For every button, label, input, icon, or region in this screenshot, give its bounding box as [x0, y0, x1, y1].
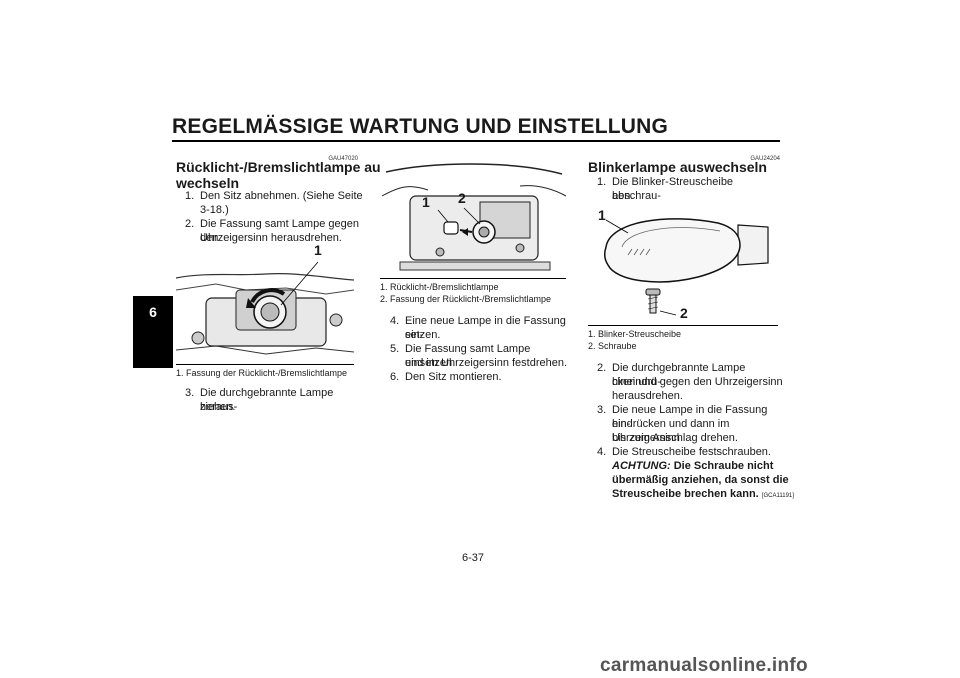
caution-text: Streuscheibe brechen kann. — [612, 488, 759, 500]
caption-rule — [588, 325, 778, 326]
figure-callout-bulb: 1 — [422, 194, 430, 210]
step-text-line: Die Streuscheibe festschrauben. — [612, 446, 771, 458]
step-text-line: setzen. — [405, 329, 441, 341]
figure-callout: 1 — [314, 242, 322, 258]
step-text-line: Die durchgebrannte Lampe hineindrü- — [612, 362, 746, 388]
caption-rule — [176, 364, 354, 365]
figure-callout-lens: 1 — [598, 207, 606, 223]
caution-text: übermäßig anziehen, da sonst die — [612, 474, 789, 486]
taillight-socket-figure: 1 — [176, 242, 354, 362]
header-rule — [172, 140, 780, 142]
turn-signal-lens-figure: 1 2 — [588, 205, 778, 323]
step-text-line: Die Fassung samt Lampe gegen den — [200, 218, 359, 244]
figure-callout-screw: 2 — [680, 305, 688, 321]
step-text-line: ben. — [612, 190, 634, 202]
section-code: GAU24204 — [750, 156, 780, 162]
caption-rule — [380, 278, 566, 279]
step-1: 1. Den Sitz abnehmen. (Siehe Seite 3-18.… — [185, 189, 365, 217]
page-title: REGELMÄSSIGE WARTUNG UND EINSTELLUNG — [172, 115, 669, 138]
step-number: 5. — [390, 343, 400, 355]
figure-caption: 2. Fassung der Rücklicht-/Bremslichtlamp… — [380, 294, 552, 304]
section-heading-line1: Rücklicht-/Bremslichtlampe aus- — [176, 159, 394, 175]
caution-text: Die Schraube nicht — [673, 460, 774, 472]
step-text-line: eindrücken und dann im Uhrzeigersinn — [612, 418, 730, 444]
step-text-line: herausdrehen. — [612, 390, 683, 402]
step-number: 2. — [185, 218, 195, 230]
step-text-line: Die Fassung samt Lampe einsetzen — [405, 343, 531, 369]
step-text-line: Eine neue Lampe in die Fassung ein- — [405, 315, 566, 341]
step-5: 5. Die Fassung samt Lampe einsetzen und … — [390, 342, 575, 370]
section-heading: Blinkerlampe auswechseln — [588, 159, 767, 175]
step-text-line: Die Blinker-Streuscheibe abschrau- — [612, 176, 734, 202]
section-heading-line2: wechseln — [176, 175, 240, 191]
step-text-line: Den Sitz abnehmen. (Siehe Seite — [200, 190, 363, 202]
step-2: 2. Die Fassung samt Lampe gegen den Uhrz… — [185, 217, 370, 245]
figure-caption: 1. Blinker-Streuscheibe — [588, 329, 682, 339]
step-text-line: ziehen. — [200, 401, 236, 413]
step-number: 6. — [390, 371, 400, 383]
figure-callout-socket: 2 — [458, 190, 466, 206]
step-text-line: Uhrzeigersinn herausdrehen. — [200, 232, 342, 244]
step-text-line: bis zum Anschlag drehen. — [612, 432, 738, 444]
footer-watermark: carmanualsonline.info — [600, 655, 808, 676]
step-number: 3. — [185, 387, 195, 399]
step-3: 3. Die durchgebrannte Lampe heraus- zieh… — [185, 386, 365, 414]
step-text-line: Die neue Lampe in die Fassung hin- — [612, 404, 768, 430]
step-number: 3. — [597, 404, 607, 416]
figure-caption: 1. Rücklicht-/Bremslichtlampe — [380, 282, 499, 292]
step-2: 2. Die durchgebrannte Lampe hineindrü- c… — [597, 361, 787, 403]
step-4: 4. Eine neue Lampe in die Fassung ein- s… — [390, 314, 575, 342]
caution-code: [GCA11191] — [761, 493, 794, 499]
step-number: 1. — [597, 176, 607, 188]
caution-notice: ACHTUNG: Die Schraube nicht übermäßig an… — [612, 459, 794, 501]
step-text-line: Die durchgebrannte Lampe heraus- — [200, 387, 334, 413]
section-code: GAU47020 — [328, 156, 358, 162]
step-number: 1. — [185, 190, 195, 202]
step-6: 6. Den Sitz montieren. — [390, 370, 575, 384]
step-number: 2. — [597, 362, 607, 374]
caution-label: ACHTUNG: — [612, 460, 671, 472]
step-4: 4. Die Streuscheibe festschrauben. — [597, 445, 787, 459]
figure-caption: 1. Fassung der Rücklicht-/Bremslichtlamp… — [176, 368, 348, 378]
step-number: 4. — [597, 446, 607, 458]
figure-caption: 2. Schraube — [588, 341, 637, 351]
chapter-tab: 6 — [133, 296, 173, 368]
step-text-line: cken und gegen den Uhrzeigersinn — [612, 376, 783, 388]
step-number: 4. — [390, 315, 400, 327]
step-text-line: Den Sitz montieren. — [405, 371, 502, 383]
step-text-line: und im Uhrzeigersinn festdrehen. — [405, 357, 568, 369]
page-number: 6-37 — [462, 552, 485, 564]
step-3: 3. Die neue Lampe in die Fassung hin- ei… — [597, 403, 787, 445]
taillight-bulb-figure: 1 2 — [380, 156, 566, 276]
step-1: 1. Die Blinker-Streuscheibe abschrau- be… — [597, 175, 782, 203]
step-text-line: 3-18.) — [200, 204, 229, 216]
